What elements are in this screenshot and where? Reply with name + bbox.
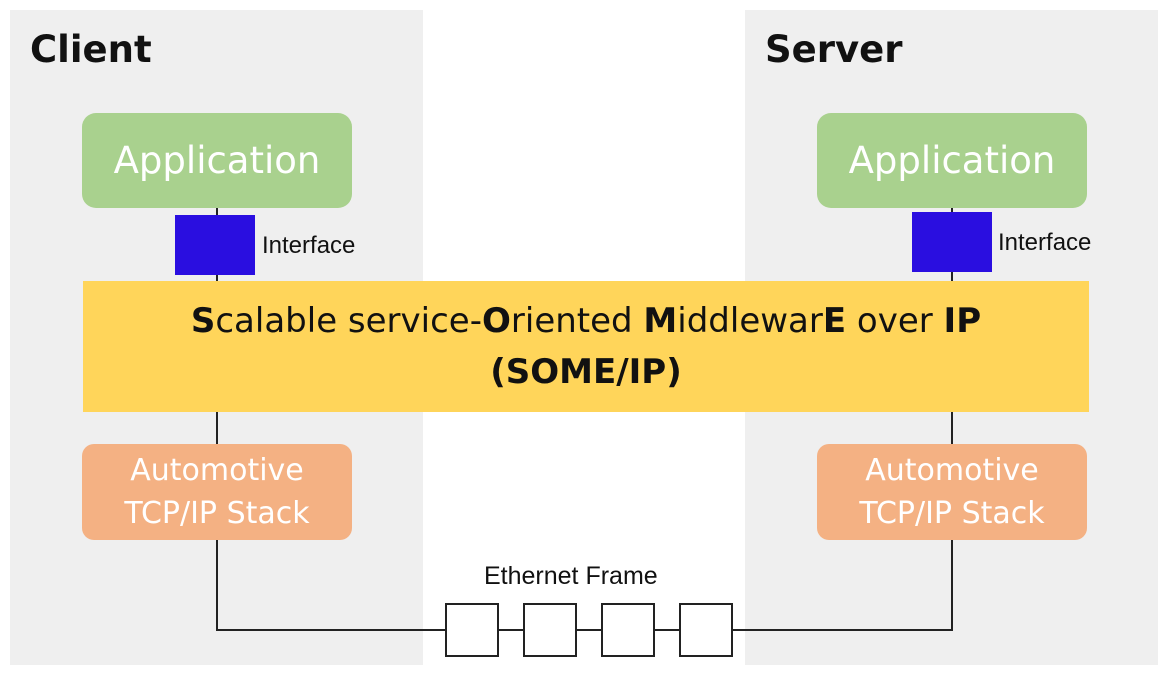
- server-title: Server: [765, 28, 903, 71]
- initial-e: E: [822, 300, 847, 341]
- middleware-text-3: iddlewar: [677, 300, 823, 341]
- client-interface-label: Interface: [262, 232, 356, 259]
- server-interface-square: [912, 212, 992, 272]
- ethernet-wire: [216, 540, 953, 631]
- server-stack-line1: Automotive: [865, 452, 1039, 488]
- server-application-box: Application: [817, 113, 1087, 208]
- initial-ip: IP: [943, 300, 982, 341]
- middleware-text-2: riented: [510, 300, 644, 341]
- ethernet-frame-box: [601, 603, 655, 657]
- server-connector-lower: [951, 410, 953, 446]
- server-tcpip-stack-box: Automotive TCP/IP Stack: [817, 444, 1087, 540]
- server-interface-label: Interface: [998, 229, 1092, 256]
- client-title: Client: [30, 28, 152, 71]
- middleware-text-1: calable service-: [215, 300, 482, 341]
- client-connector-lower: [216, 410, 218, 446]
- middleware-text-4: over: [846, 300, 944, 341]
- server-stack-line2: TCP/IP Stack: [859, 496, 1045, 531]
- ethernet-frame-label: Ethernet Frame: [484, 562, 658, 590]
- ethernet-frame-box: [445, 603, 499, 657]
- middleware-title-line: Scalable service-Oriented MiddlewarE ove…: [191, 296, 981, 347]
- client-application-box: Application: [82, 113, 352, 208]
- ethernet-frames: [445, 603, 733, 657]
- client-stack-line1: Automotive: [130, 452, 304, 488]
- initial-s: S: [190, 300, 216, 341]
- ethernet-frame-box: [523, 603, 577, 657]
- initial-m: M: [643, 300, 678, 341]
- ethernet-frame-box: [679, 603, 733, 657]
- client-interface-square: [175, 215, 255, 275]
- client-stack-line2: TCP/IP Stack: [124, 496, 310, 531]
- middleware-acronym-line: (SOME/IP): [490, 347, 682, 398]
- someip-acronym: (SOME/IP): [490, 351, 682, 392]
- someip-middleware-bar: Scalable service-Oriented MiddlewarE ove…: [83, 281, 1089, 412]
- initial-o: O: [481, 300, 511, 341]
- client-tcpip-stack-box: Automotive TCP/IP Stack: [82, 444, 352, 540]
